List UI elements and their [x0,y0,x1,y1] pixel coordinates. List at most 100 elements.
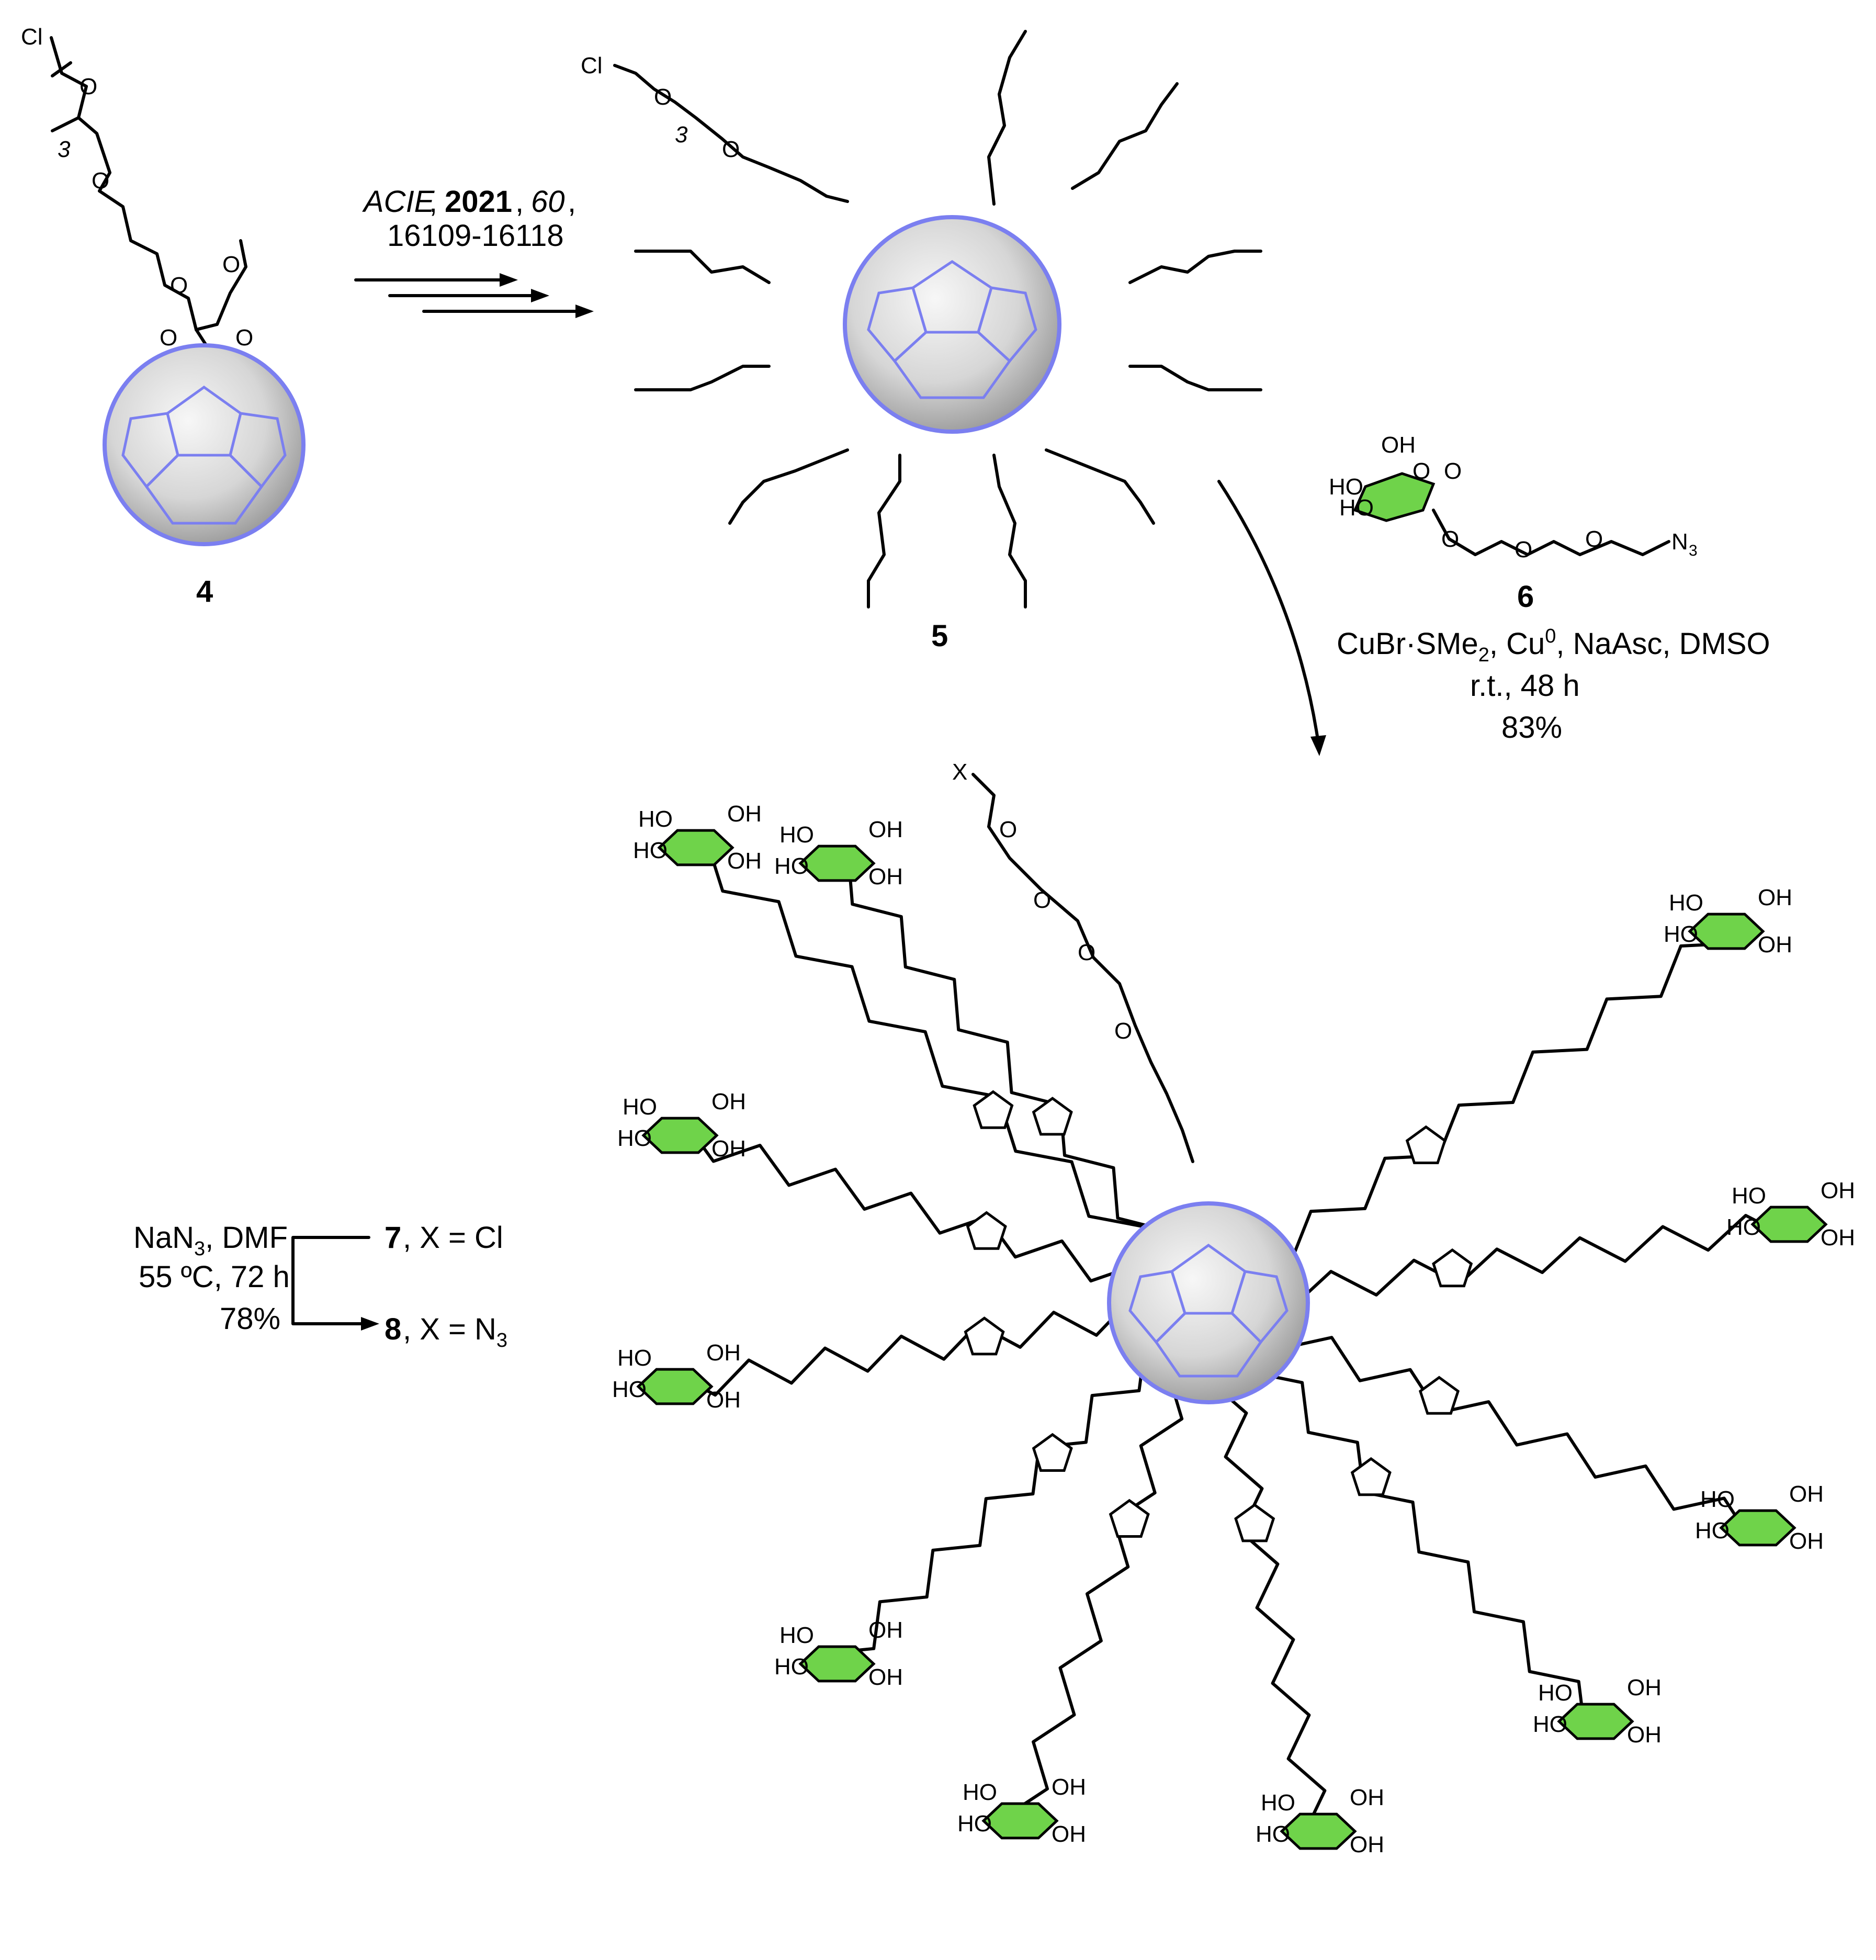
product-7-desc: , X = Cl [403,1221,503,1255]
compound-5: Cl 3 O O 5 [581,30,1262,653]
triazole-ring [1405,1125,1446,1164]
hydroxyl-label: HO [1700,1486,1735,1512]
chain-4 [50,36,198,331]
hydroxyl-label: HO [633,838,668,863]
triazole-ring [1032,1433,1073,1472]
hydroxyl-label: HO [1261,1790,1295,1816]
hydroxyl-label: HO [779,1623,814,1648]
fullerene-5 [843,215,1061,434]
hydroxyl-label: OH [711,1089,746,1114]
sugar-ring [798,844,876,882]
ref-pages: 16109-16118 [387,219,564,253]
hydroxyl-label: OH [1052,1821,1086,1847]
fullerene-product [1107,1201,1310,1404]
compound-number-8: 8 [385,1312,401,1346]
compound-6: OH HO HO O O O O O N 3 6 [1329,432,1698,614]
azidation-conditions: NaN3, DMF 55 ºC, 72 h 78% 7 , X = Cl 8 ,… [133,1221,507,1351]
copper-metal: , Cu [1489,627,1545,661]
hydroxyl-label: HO [617,1345,652,1371]
sugar-ring [636,1368,714,1405]
glycan-arms: HOHOOHOHHOHOOHOHHOHOOHOHHOHOOHOHHOHOOHOH… [612,801,1855,1857]
azide-N-6: N [1671,529,1688,555]
product-8-desc: , X = N3 [403,1312,507,1351]
hydroxyl-label: OH [1350,1785,1384,1810]
compound-number-5: 5 [931,619,948,653]
product-8-text: , X = N [403,1312,496,1346]
repeat-count-5: 3 [675,122,688,148]
sugar-ring [657,829,734,866]
hydroxyl-label: OH [868,1617,903,1643]
hydroxyl-label: OH [1821,1178,1855,1203]
hydroxyl-label: OH [1052,1774,1086,1800]
oxygen-label: O [1515,537,1532,562]
ref-volume: 60 [531,185,565,219]
sugar-ring [1557,1703,1634,1740]
hydroxyl-label: OH [706,1340,741,1366]
oxygen-label: O [80,74,97,99]
copper-superscript: 0 [1545,625,1556,647]
sugar-ring [1719,1509,1796,1547]
sugar-ring-6 [1353,472,1436,522]
glycan-arm-chain [704,835,1210,1304]
sugar-ring [641,1117,719,1154]
oxygen-label: O [1441,526,1459,552]
triazole-ring [1418,1376,1460,1415]
oxygen-label: O [654,84,672,110]
oxygen-label: O [222,252,240,277]
hydroxyl-label: HO [1533,1711,1567,1737]
hydroxyl-label: HO [617,1125,652,1151]
oxygen-label: O [1412,458,1430,484]
hydroxyl-label: HO [612,1377,647,1402]
hydroxyl-label: HO [1695,1518,1730,1544]
sugar-ring [1750,1206,1828,1243]
hydroxyl-label: OH [1627,1722,1662,1748]
cu-catalyst: CuBr·SMe [1337,627,1478,661]
oxygen-label: O [92,168,109,194]
hydroxyl-label: HO [1669,890,1703,916]
glycan-arm-chain [1207,941,1737,1304]
hydroxyl-label: HO [963,1779,997,1805]
hydroxyl-label: OH [1789,1528,1824,1554]
triazole-ring [973,1090,1014,1129]
click-time: r.t., 48 h [1470,669,1580,703]
hydroxyl-label: HO [957,1811,992,1837]
hydroxyl-label: OH [1821,1225,1855,1251]
sugar-ring [1280,1812,1357,1850]
azide-sub-6: 3 [1689,542,1698,559]
hydroxyl-label: HO [779,822,814,848]
oxygen-label: O [235,325,253,351]
hydroxyl-label: OH [1381,432,1416,458]
oxygen-label: O [1585,526,1603,552]
hydroxyl-label: OH [1627,1675,1662,1700]
triazole-ring [1234,1503,1275,1542]
conditions-line-1: NaN3, DMF [133,1221,288,1260]
compound-number-6: 6 [1517,580,1534,614]
hydroxyl-label: OH [727,848,762,874]
chloro-label-4: Cl [21,24,43,50]
hydroxyl-label: HO [623,1094,657,1120]
additives: , NaAsc, DMSO [1556,627,1770,661]
oxygen-label: O [160,325,177,351]
triazole-ring [966,1211,1007,1250]
literature-reference: ACIE , 2021 , 60 , 16109-16118 [362,185,576,253]
hydroxyl-label: HO [638,806,673,832]
cu-catalyst-subscript: 2 [1478,644,1489,666]
oxygen-label: O [170,273,188,298]
triazole-ring [964,1316,1005,1356]
compound-number-4: 4 [196,575,213,609]
conditions-line-1: CuBr·SMe2, Cu0, NaAsc, DMSO [1337,625,1770,666]
azide-reagent-subscript: 3 [194,1238,205,1260]
sugar-ring [798,1645,876,1683]
hydroxyl-label: HO [1664,921,1698,947]
hydroxyl-label: HO [1329,474,1363,500]
oxygen-label: O [999,817,1017,842]
hydroxyl-label: OH [1350,1832,1384,1857]
compound-4: Cl O O 3 O O O O 4 [21,24,306,609]
solvent: , DMF [205,1221,288,1255]
triazole-ring [1350,1457,1392,1496]
ref-year: 2021 [445,185,512,219]
azidation-yield: 78% [220,1302,280,1336]
hydroxyl-label: OH [868,864,903,889]
repeat-count-4: 3 [58,137,71,162]
